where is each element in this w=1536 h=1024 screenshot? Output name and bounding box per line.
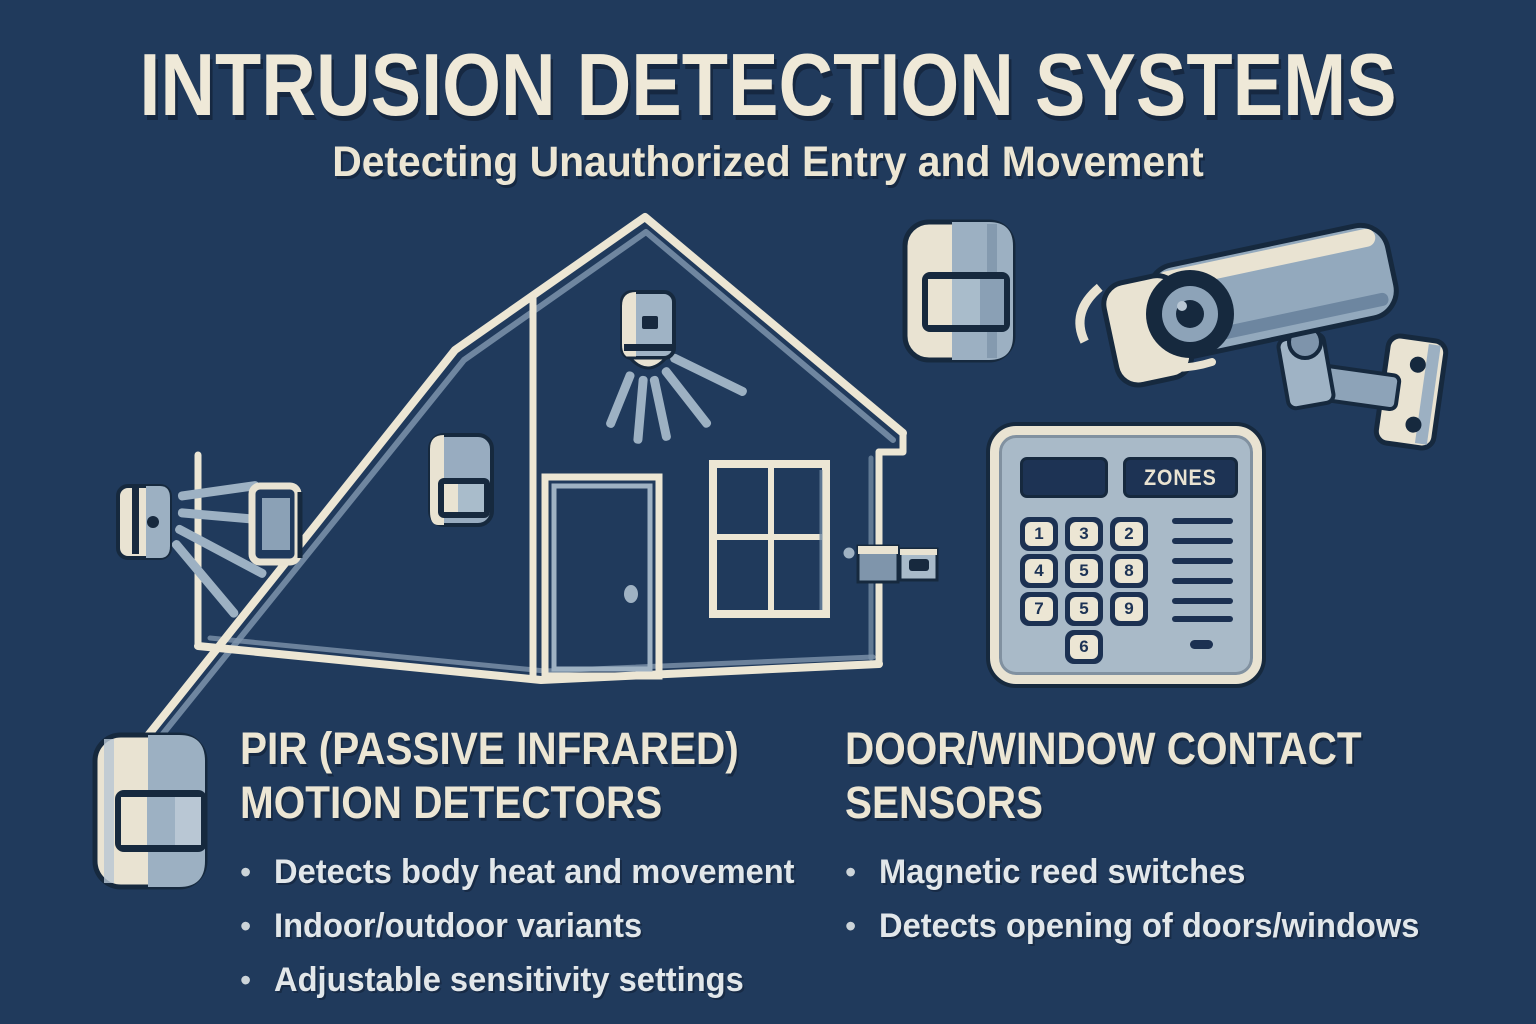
keypad-vent	[1172, 558, 1233, 564]
keypad-vent	[1172, 518, 1233, 524]
keypad-key: 6	[1065, 630, 1103, 664]
keypad-key: 9	[1110, 592, 1148, 626]
keypad-key: 4	[1020, 554, 1058, 588]
page-title: INTRUSION DETECTION SYSTEMS	[139, 35, 1397, 134]
door-icon	[541, 473, 663, 680]
exterior-motion-sensor-icon	[116, 481, 303, 618]
list-item: • Detects body heat and movement	[240, 853, 795, 891]
list-item: • Detects opening of doors/windows	[845, 907, 1420, 945]
keypad-key: 5	[1065, 592, 1103, 626]
keypad-vent	[1172, 578, 1233, 584]
bullet-dot: •	[240, 962, 252, 998]
keypad-key: 1	[1020, 517, 1058, 551]
gable-motion-sensor-icon	[606, 290, 747, 444]
pir-motion-sensor-icon	[92, 732, 208, 890]
bullet-dot: •	[845, 908, 857, 944]
list-item: • Indoor/outdoor variants	[240, 907, 643, 945]
keypad-display	[1020, 457, 1108, 498]
pir-section: PIR (PASSIVE INFRARED) MOTION DETECTORS …	[240, 722, 800, 1014]
keypad-key: 5	[1065, 554, 1103, 588]
zones-label: ZONES	[1144, 464, 1217, 490]
alarm-keypad-icon: ZONES 1 3 2 4 5 8 7 5 9 6	[990, 426, 1262, 684]
keypad-key: 7	[1020, 592, 1058, 626]
bullet-dot: •	[240, 908, 252, 944]
keypad-zones-display: ZONES	[1123, 457, 1238, 498]
keypad-vent	[1172, 598, 1233, 604]
page-subtitle: Detecting Unauthorized Entry and Movemen…	[332, 138, 1204, 186]
pir-bullet-list: • Detects body heat and movement • Indoo…	[240, 852, 800, 1000]
contact-bullet-list: • Magnetic reed switches • Detects openi…	[845, 852, 1465, 946]
keypad-led-slot	[1190, 640, 1213, 649]
bullet-dot: •	[845, 854, 857, 890]
keypad-key: 3	[1065, 517, 1103, 551]
keypad-key: 2	[1110, 517, 1148, 551]
pir-motion-sensor-icon	[902, 219, 1016, 363]
cctv-camera-icon	[1075, 222, 1449, 451]
keypad-vent	[1172, 616, 1233, 622]
contact-section: DOOR/WINDOW CONTACT SENSORS • Magnetic r…	[845, 722, 1465, 960]
window-icon	[709, 460, 830, 618]
bullet-dot: •	[240, 854, 252, 890]
contact-section-heading: DOOR/WINDOW CONTACT SENSORS	[845, 723, 1362, 828]
pir-section-heading: PIR (PASSIVE INFRARED) MOTION DETECTORS	[240, 723, 739, 828]
motion-beam-icon	[606, 353, 747, 444]
door-contact-sensor-icon	[843, 544, 939, 584]
wall-pir-sensor-icon	[428, 433, 494, 527]
list-item: • Magnetic reed switches	[845, 853, 1246, 891]
door-knob	[624, 585, 638, 603]
wall-mount-plate-icon	[248, 482, 303, 566]
list-item: • Adjustable sensitivity settings	[240, 961, 744, 999]
motion-beam-icon	[171, 481, 267, 618]
keypad-vent	[1172, 538, 1233, 544]
keypad-key: 8	[1110, 554, 1148, 588]
